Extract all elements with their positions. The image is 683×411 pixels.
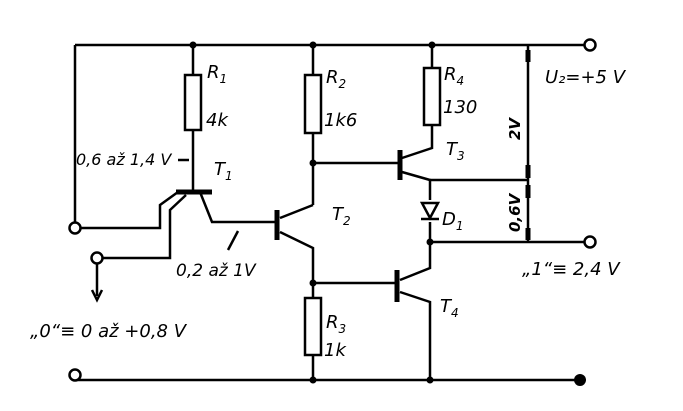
- r4-value: 130: [443, 97, 477, 118]
- output-terminal[interactable]: [583, 235, 597, 249]
- r3-value: 1k: [324, 340, 347, 361]
- logic-one-label: „1“≡ 2,4 V: [522, 259, 621, 280]
- supply-terminal[interactable]: [583, 38, 597, 52]
- r2-value: 1k6: [324, 110, 357, 131]
- supply-voltage-label: U₂=+5 V: [545, 67, 627, 88]
- drop-06v-label: 0,6V: [506, 192, 524, 232]
- diode-d1: [419, 201, 441, 221]
- input-a-terminal[interactable]: [68, 221, 82, 235]
- resistor-r2: [303, 73, 323, 135]
- input-b-arrow-head: [90, 289, 104, 303]
- junction-dots: [189, 41, 586, 386]
- t1-label: T1: [214, 159, 233, 183]
- r1-label: R1: [207, 62, 227, 86]
- t2-label: T2: [332, 204, 351, 228]
- r1-value: 4k: [206, 110, 229, 131]
- input-a-to-emitter: [81, 190, 179, 230]
- t4-label: T4: [440, 296, 459, 320]
- t3-label: T3: [446, 139, 465, 163]
- t1-base-voltage-label: 0,6 až 1,4 V: [76, 150, 172, 169]
- t1-collector-voltage-label: 0,2 až 1V: [176, 261, 257, 281]
- r2-label: R2: [326, 67, 346, 91]
- collector-voltage-pointer: [226, 230, 240, 251]
- resistor-r1: [183, 73, 203, 132]
- drop-2v-label: 2V: [506, 117, 524, 140]
- logic-zero-label: „0“≡ 0 až +0,8 V: [30, 321, 188, 342]
- t1-collector-wire: [198, 191, 275, 224]
- wires: [73, 43, 584, 382]
- d1-label: D1: [442, 209, 464, 233]
- r3-label: R3: [326, 312, 346, 336]
- ground-terminal[interactable]: [68, 368, 82, 382]
- resistor-r3: [303, 296, 323, 357]
- resistor-r4: [422, 66, 442, 127]
- input-b-terminal[interactable]: [90, 251, 104, 265]
- input-b-to-emitter: [103, 194, 187, 260]
- r4-label: R4: [444, 64, 464, 88]
